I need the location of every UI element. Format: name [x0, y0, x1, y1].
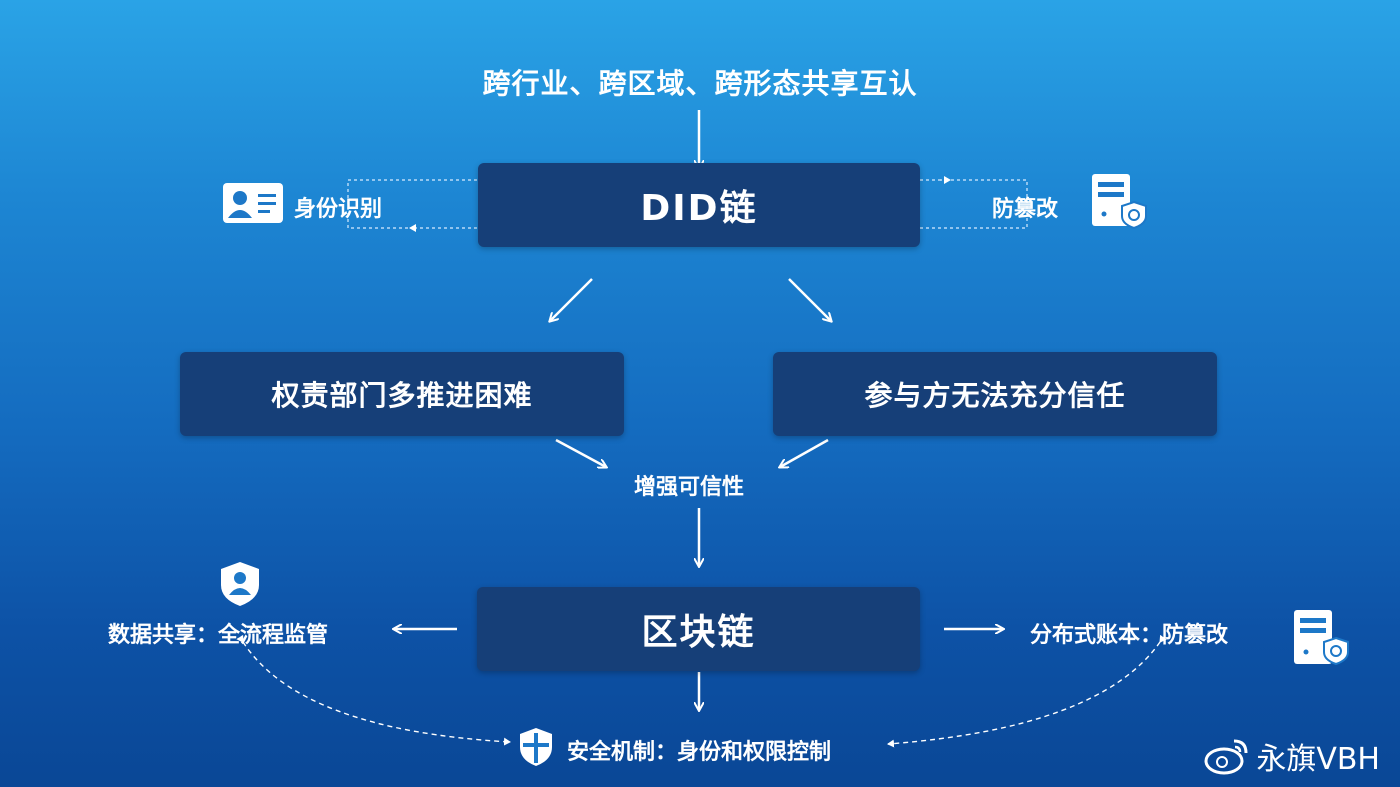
- blockchain-box: 区块链: [477, 587, 920, 671]
- identity-label: 身份识别: [294, 197, 383, 222]
- dashed-curve-left: [236, 634, 511, 746]
- server-shield-icon: [1092, 174, 1147, 230]
- blockchain-label: 区块链: [641, 612, 756, 653]
- trust-label: 增强可信性: [634, 475, 745, 500]
- arrow-right-to-trust: [780, 438, 829, 467]
- dashed-loop-left: [347, 179, 477, 229]
- cross-shield-icon: [520, 728, 552, 766]
- tamper-label: 防篡改: [992, 197, 1059, 222]
- did-chain-box: DID链: [478, 163, 920, 247]
- problem-right-label: 参与方无法充分信任: [864, 379, 1126, 412]
- problem-left-label: 权责部门多推进困难: [271, 379, 533, 412]
- ledger-label: 分布式账本：防篡改: [1030, 623, 1229, 648]
- ledger-server-icon: [1294, 610, 1349, 666]
- problem-box-left: 权责部门多推进困难: [180, 352, 624, 436]
- did-chain-label: DID链: [640, 188, 758, 229]
- user-shield-icon: [221, 562, 259, 606]
- arrow-left-to-trust: [555, 438, 606, 467]
- dashed-curve-right: [887, 634, 1167, 748]
- watermark: 永旗VBH: [1204, 734, 1380, 778]
- problem-box-right: 参与方无法充分信任: [773, 352, 1217, 436]
- top-statement: 跨行业、跨区域、跨形态共享互认: [482, 67, 918, 100]
- dashed-loop-right: [920, 179, 1028, 229]
- arrow-did-to-left: [550, 278, 593, 321]
- security-label: 安全机制：身份和权限控制: [567, 740, 832, 765]
- arrow-did-to-right: [788, 278, 831, 321]
- data-share-label: 数据共享：全流程监管: [108, 623, 329, 648]
- watermark-text: 永旗VBH: [1256, 742, 1380, 777]
- weibo-icon: [1204, 739, 1248, 775]
- id-card-icon: [223, 183, 283, 223]
